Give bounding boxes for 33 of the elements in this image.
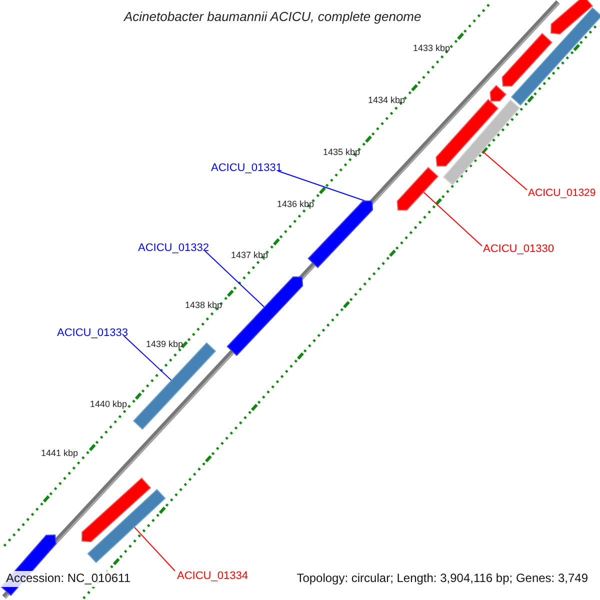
- gene-label: ACICU_01330: [483, 243, 554, 256]
- gene-label: ACICU_01332: [138, 242, 209, 255]
- scale-label: 1439 kbp: [146, 339, 184, 350]
- scale-label: 1437 kbp: [231, 250, 268, 260]
- gene-label: ACICU_01334: [177, 570, 248, 583]
- leader-line: [422, 192, 482, 246]
- scale-label: 1435 kbp: [323, 147, 360, 158]
- scale-label: 1434 kbp: [368, 95, 406, 106]
- gene-feature: [490, 84, 507, 102]
- gene-feature: [87, 488, 166, 564]
- gene-label: ACICU_01329: [528, 187, 596, 200]
- scale-label: 1436 kbp: [277, 199, 314, 210]
- scale-label: 1433 kbp: [413, 43, 450, 54]
- scale-label: 1441 kbp: [41, 448, 78, 458]
- leader-line: [278, 170, 366, 202]
- gene-feature: [396, 166, 438, 210]
- gene-label: ACICU_01333: [57, 327, 128, 340]
- title: Acinetobacter baumannii ACICU, complete genome: [124, 10, 422, 25]
- gene-feature: [82, 477, 152, 542]
- gene-feature: [502, 32, 552, 86]
- gene-feature: [226, 276, 304, 356]
- scale-label: 1440 kbp: [90, 399, 128, 410]
- gene-feature: [436, 98, 499, 166]
- gene-feature: [510, 7, 600, 106]
- gene-label: ACICU_01331: [211, 162, 282, 175]
- leader-line: [482, 150, 528, 190]
- gene-feature: [132, 342, 216, 430]
- leader-line: [204, 250, 265, 308]
- gene-feature: [442, 99, 520, 186]
- gene-feature: [550, 0, 593, 35]
- leader-line: [124, 336, 172, 381]
- scale-label: 1438 kbp: [185, 300, 222, 310]
- genome-info-text: Topology: circular; Length: 3,904,116 bp; Genes: 3,749: [294, 572, 590, 586]
